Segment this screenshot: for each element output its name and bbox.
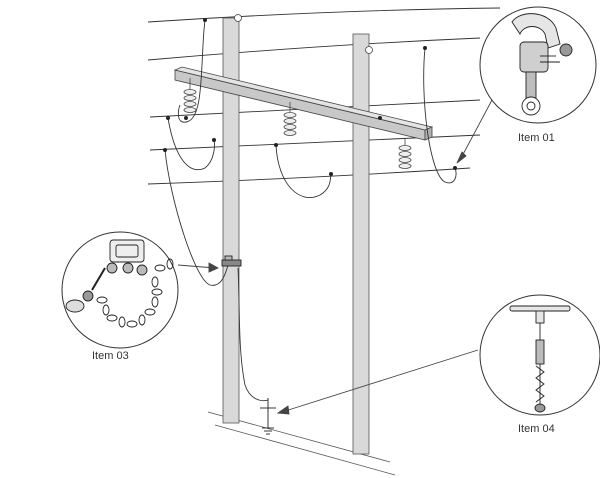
overhead-conductors [147,7,501,185]
insulator-middle [283,102,297,136]
chain-links [96,258,174,328]
insulator-right [398,138,412,169]
callout-pointers [177,99,493,415]
callout-item-03 [61,231,179,349]
pole-chain-clamp [221,255,242,267]
item-01-label: Item 01 [518,132,555,144]
crossarm [173,66,434,141]
ground-rod-symbol [260,398,276,435]
item-04-label: Item 04 [518,423,555,435]
chain-binder-icon [65,239,174,328]
callout-item-04 [479,294,600,416]
insulator-left [183,78,197,113]
grounding-jumpers [164,19,457,402]
item-03-label: Item 03 [92,350,129,362]
utility-pole-right [352,33,373,455]
callout-item-01 [479,6,597,124]
connection-points [163,18,457,176]
utility-pole-left [222,14,242,424]
grounding-clamp-icon [511,13,573,116]
ground-rod-icon [509,305,571,413]
insulators [183,78,412,169]
